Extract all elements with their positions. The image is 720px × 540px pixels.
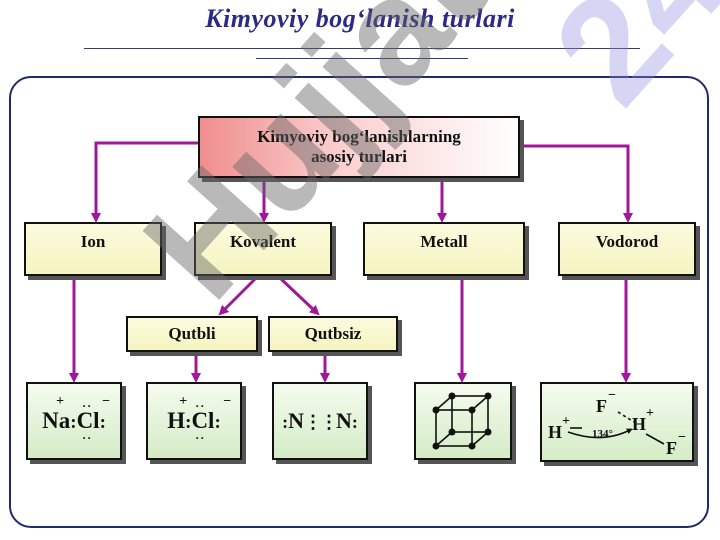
- diagram-frame: [9, 76, 709, 528]
- example-ion: Na+:Cl: − ·· ··: [26, 382, 122, 460]
- vod-h-left-charge: +: [562, 414, 570, 429]
- example-metall: [414, 382, 512, 460]
- arrow-root-vodorod: [520, 144, 633, 223]
- atom-n-right: N: [336, 408, 352, 433]
- title-rule-bottom: [256, 58, 468, 59]
- atom-na: Na: [42, 408, 71, 433]
- box-kovalent: Kovalent: [194, 222, 332, 276]
- hydrogen-bond-figure: [567, 411, 665, 445]
- charge-cl: −: [102, 394, 111, 409]
- vod-f-top-charge: −: [608, 388, 616, 403]
- root-line2: asosiy turlari: [311, 147, 407, 166]
- charge-h: +: [179, 394, 188, 409]
- title-rule-top: [84, 48, 640, 49]
- formula-nacl: Na+:Cl: − ·· ··: [42, 394, 111, 445]
- vod-h-right: H: [632, 414, 647, 434]
- vod-f-top: F: [596, 396, 607, 416]
- box-metall-label: Metall: [420, 232, 468, 251]
- electron-dots-top: ··: [82, 399, 93, 413]
- arrow-kovalent-qutbsiz: [278, 276, 320, 316]
- box-qutbsiz-label: Qutbsiz: [304, 324, 362, 343]
- formula-n2: :N⋮⋮N:: [282, 408, 358, 433]
- box-qutbli-label: Qutbli: [168, 324, 216, 343]
- box-vodorod-label: Vodorod: [595, 232, 659, 251]
- charge-na: +: [56, 394, 65, 409]
- vod-angle: 134°: [592, 428, 613, 440]
- example-qutbsiz: :N⋮⋮N:: [272, 382, 368, 460]
- atom-h: H: [167, 408, 186, 433]
- atom-cl: Cl: [76, 408, 100, 433]
- example-vodorod: F − H + 134° H + F −: [540, 382, 694, 462]
- charge-cl-2: −: [223, 394, 232, 409]
- electron-dots-bottom: ··: [82, 431, 93, 445]
- atom-n-left: N: [288, 408, 304, 433]
- vod-h-right-charge: +: [646, 406, 654, 421]
- electron-dots-bottom-2: ··: [195, 431, 206, 445]
- root-box: Kimyoviy bog‘lanishlarning asosiy turlar…: [198, 116, 520, 178]
- electron-dots-top-2: ··: [195, 399, 206, 413]
- vod-f-bottom-charge: −: [678, 430, 686, 445]
- box-qutbli: Qutbli: [126, 316, 258, 352]
- page-title: Kimyoviy bog‘lanish turlari: [205, 4, 515, 33]
- example-qutbli: H+:Cl: − ·· ··: [146, 382, 242, 460]
- box-qutbsiz: Qutbsiz: [268, 316, 398, 352]
- cubic-lattice-icon: [432, 392, 492, 450]
- box-ion: Ion: [24, 222, 162, 276]
- atom-cl-2: Cl: [191, 408, 215, 433]
- box-metall: Metall: [363, 222, 525, 276]
- formula-hcl: H+:Cl: − ·· ··: [167, 394, 232, 445]
- vod-f-bottom: F: [666, 438, 677, 458]
- box-vodorod: Vodorod: [558, 222, 696, 276]
- arrow-root-ion: [91, 141, 200, 223]
- box-kovalent-label: Kovalent: [229, 232, 297, 251]
- arrow-kovalent-qutbli: [218, 276, 258, 316]
- vod-h-left: H: [548, 422, 563, 442]
- box-ion-label: Ion: [80, 232, 106, 251]
- root-line1: Kimyoviy bog‘lanishlarning: [257, 127, 461, 146]
